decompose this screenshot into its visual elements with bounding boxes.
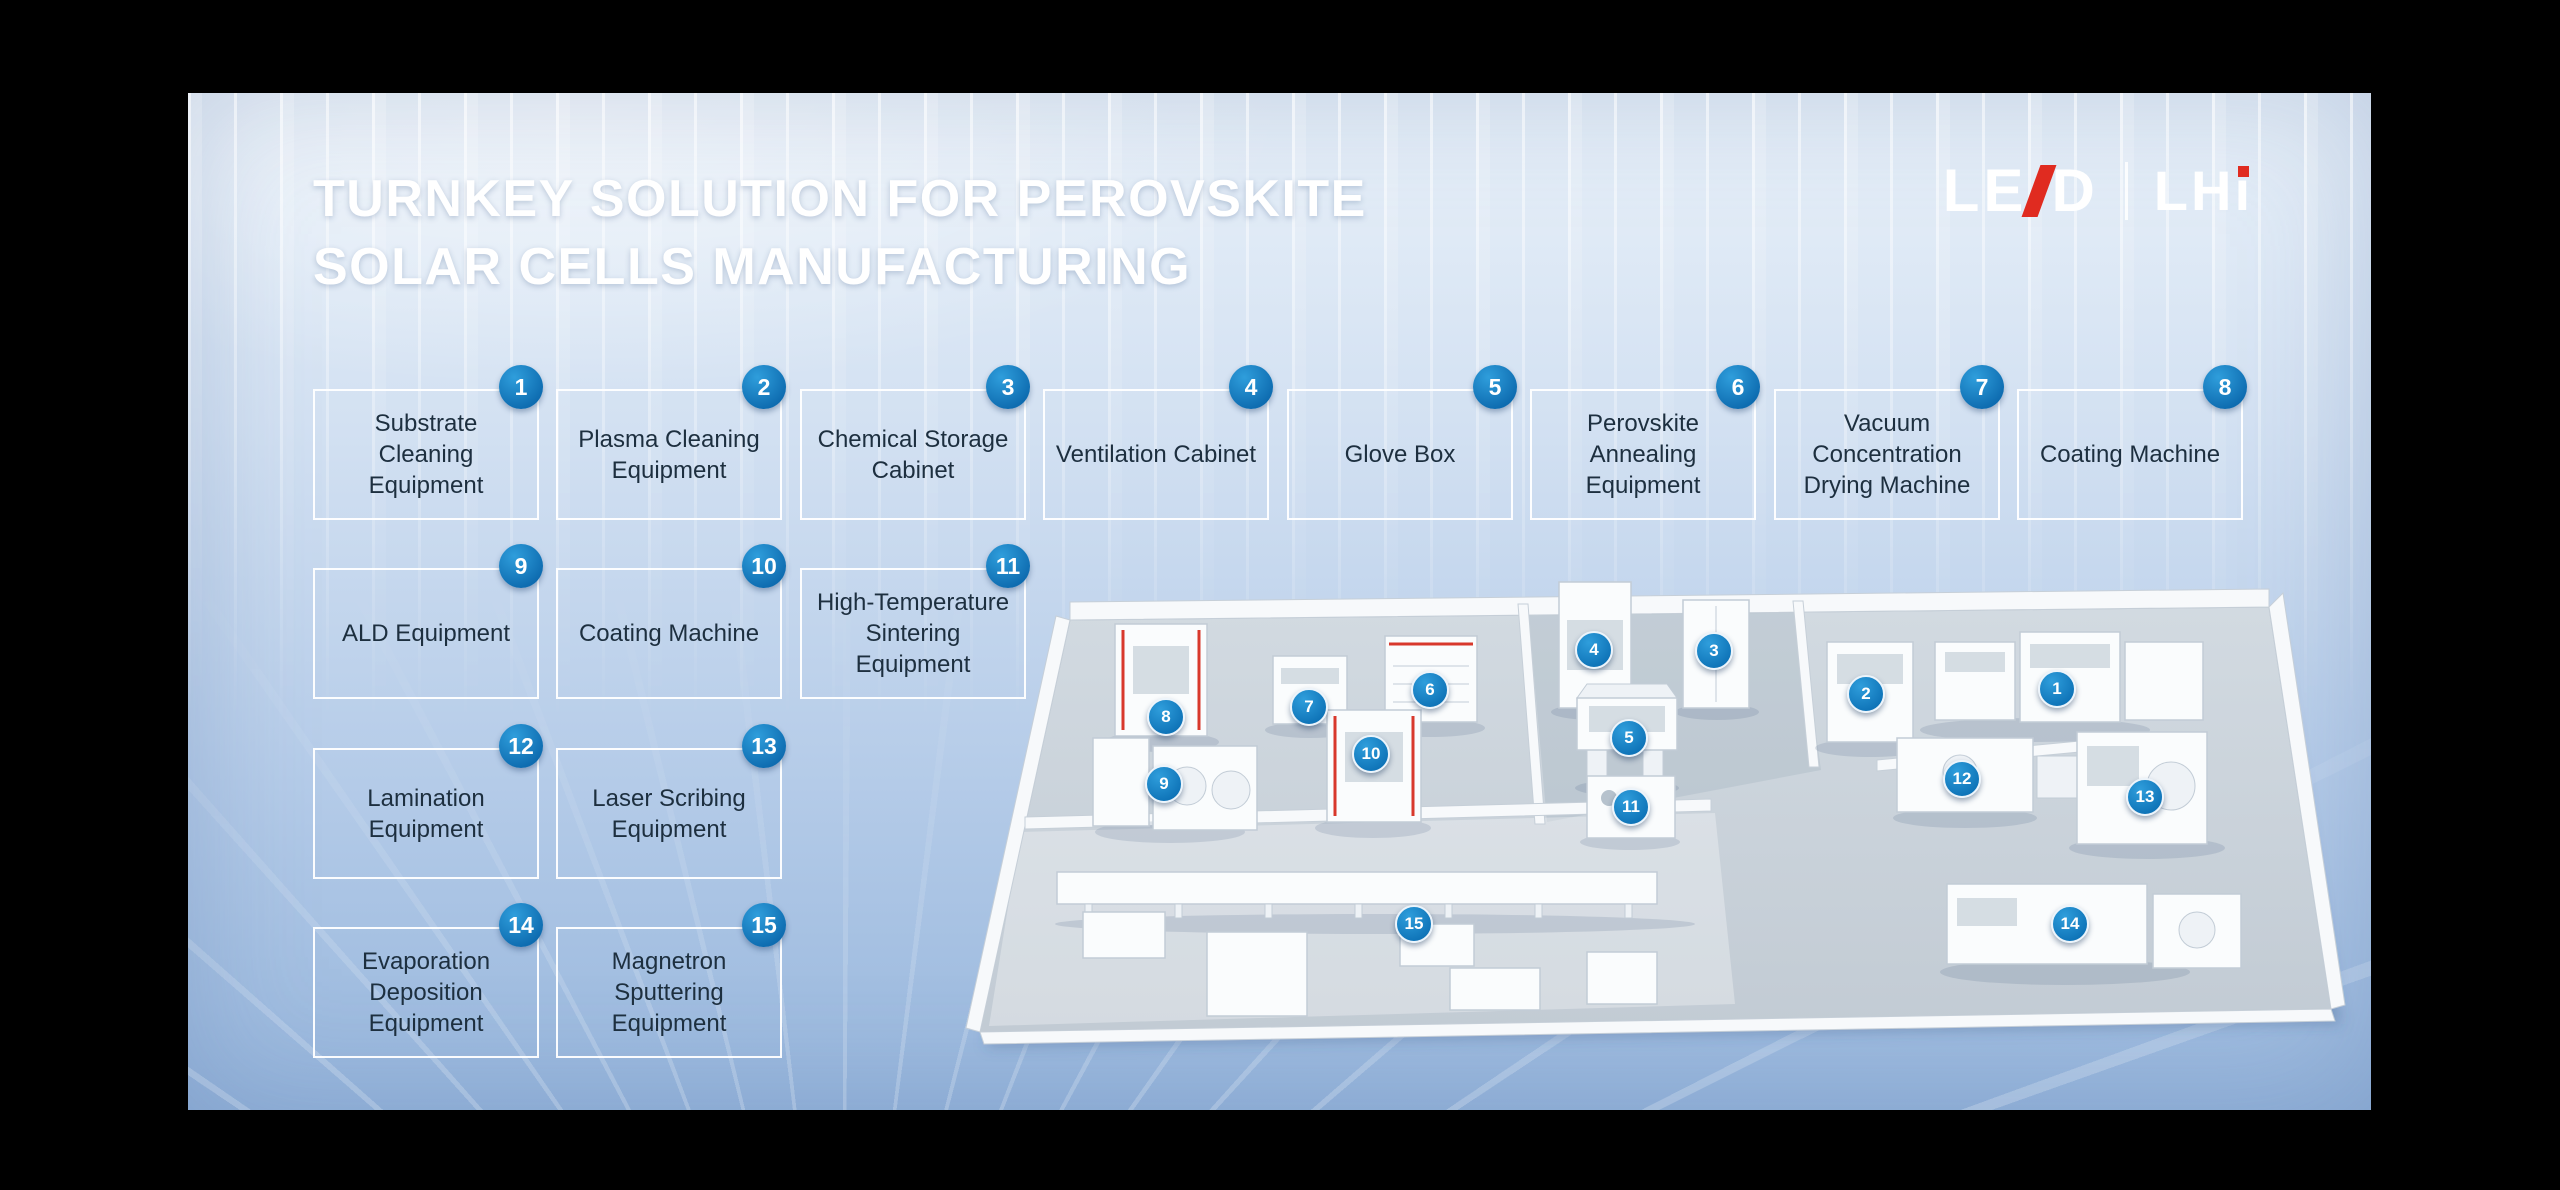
equipment-box-substrate-cleaning: 1 Substrate Cleaning Equipment	[313, 365, 543, 520]
partition-middle-left	[1517, 603, 1546, 825]
equipment-number-badge: 14	[499, 903, 543, 947]
floor-marker-4: 4	[1575, 631, 1613, 669]
equipment-box-glove-box: 5 Glove Box	[1287, 365, 1517, 520]
front-wall	[979, 1008, 2336, 1045]
factory-floor-plan: 1 2 3 4 5 6 7 8 9 10 11 12 13 14 15	[965, 580, 2370, 1080]
equipment-number-badge: 2	[742, 365, 786, 409]
equipment-box-coating-machine-8: 8 Coating Machine	[2017, 365, 2247, 520]
equipment-label: Lamination Equipment	[367, 784, 485, 843]
floor-marker-14: 14	[2051, 905, 2089, 943]
machine-coating-10	[1315, 709, 1431, 838]
partner-logo-i-dot	[2238, 166, 2250, 177]
equipment-box-ventilation-cabinet: 4 Ventilation Cabinet	[1043, 365, 1273, 520]
equipment-label: ALD Equipment	[341, 620, 511, 647]
equipment-box-chemical-storage: 3 Chemical Storage Cabinet	[800, 365, 1030, 520]
equipment-box-perovskite-annealing: 6 Perovskite Annealing Equipment	[1530, 365, 1760, 520]
equipment-number-badge: 15	[742, 903, 786, 947]
equipment-number-badge: 6	[1716, 365, 1760, 409]
equipment-label: Chemical Storage Cabinet	[817, 425, 1009, 484]
equipment-number-badge: 7	[1960, 365, 2004, 409]
equipment-label: Laser Scribing Equipment	[592, 784, 746, 843]
equipment-label: Ventilation Cabinet	[1055, 441, 1257, 468]
equipment-label: Coating Machine	[578, 620, 760, 647]
equipment-number-badge: 1	[499, 365, 543, 409]
equipment-box-ald: 9 ALD Equipment	[313, 544, 543, 699]
equipment-label: Evaporation Deposition Equipment	[361, 948, 491, 1037]
equipment-number-badge: 3	[986, 365, 1030, 409]
floor-marker-7: 7	[1290, 688, 1328, 726]
lead-logo-text-right: D	[2051, 157, 2099, 224]
floor-marker-15: 15	[1395, 905, 1433, 943]
equipment-number-badge: 4	[1229, 365, 1273, 409]
equipment-number-badge: 12	[499, 724, 543, 768]
logo-divider	[2124, 162, 2128, 220]
partner-logo-text: LH	[2153, 159, 2235, 222]
equipment-number-badge: 8	[2203, 365, 2247, 409]
machine-sputtering-line-15	[1055, 871, 1695, 1017]
equipment-box-lamination: 12 Lamination Equipment	[313, 724, 543, 879]
floor-marker-9: 9	[1145, 765, 1183, 803]
equipment-box-sintering: 11 High-Temperature Sintering Equipment	[800, 544, 1030, 699]
floor-marker-2: 2	[1847, 675, 1885, 713]
equipment-label: High-Temperature Sintering Equipment	[816, 589, 1010, 678]
floor-marker-12: 12	[1943, 760, 1981, 798]
back-wall	[1069, 588, 2270, 621]
equipment-label: Coating Machine	[2039, 441, 2221, 468]
floor-marker-1: 1	[2038, 670, 2076, 708]
equipment-number-badge: 13	[742, 724, 786, 768]
equipment-box-evaporation: 14 Evaporation Deposition Equipment	[313, 903, 543, 1058]
lead-logo-text-left: LE	[1942, 157, 2028, 224]
equipment-label: Magnetron Sputtering Equipment	[611, 948, 727, 1037]
equipment-label: Vacuum Concentration Drying Machine	[1803, 410, 1971, 499]
floor-marker-6: 6	[1411, 671, 1449, 709]
floor-plan-illustration	[965, 581, 2346, 1047]
partition-middle-right	[1792, 600, 1820, 768]
machine-evaporation-14	[1940, 883, 2242, 985]
equipment-number-badge: 5	[1473, 365, 1517, 409]
equipment-box-plasma-cleaning: 2 Plasma Cleaning Equipment	[556, 365, 786, 520]
equipment-label: Plasma Cleaning Equipment	[578, 425, 760, 484]
floor-marker-13: 13	[2126, 778, 2164, 816]
zone-tint-corridor	[989, 813, 1735, 1026]
equipment-box-laser-scribing: 13 Laser Scribing Equipment	[556, 724, 786, 879]
title-line-2: SOLAR CELLS MANUFACTURING	[313, 238, 1192, 296]
floor-marker-10: 10	[1352, 735, 1390, 773]
equipment-box-magnetron-sputtering: 15 Magnetron Sputtering Equipment	[556, 903, 786, 1058]
equipment-number-badge: 9	[499, 544, 543, 588]
lead-logo: LE D	[1943, 161, 2099, 221]
right-wall	[2268, 591, 2346, 1010]
floor-marker-3: 3	[1695, 632, 1733, 670]
equipment-label: Glove Box	[1344, 441, 1456, 468]
title-line-1: TURNKEY SOLUTION FOR PEROVSKITE	[313, 170, 1367, 228]
equipment-number-badge: 10	[742, 544, 786, 588]
partner-logo-i: ı	[2234, 163, 2253, 219]
equipment-label: Perovskite Annealing Equipment	[1585, 410, 1701, 499]
left-wall	[965, 615, 1071, 1033]
equipment-label: Substrate Cleaning Equipment	[368, 410, 484, 499]
floor-marker-5: 5	[1610, 719, 1648, 757]
machine-ald-9	[1092, 737, 1258, 843]
page-title: TURNKEY SOLUTION FOR PEROVSKITE SOLAR CE…	[313, 165, 1367, 301]
infographic-panel: TURNKEY SOLUTION FOR PEROVSKITE SOLAR CE…	[188, 93, 2371, 1110]
equipment-number-badge: 11	[986, 544, 1030, 588]
equipment-box-coating-machine-10: 10 Coating Machine	[556, 544, 786, 699]
equipment-box-vacuum-drying: 7 Vacuum Concentration Drying Machine	[1774, 365, 2004, 520]
floor-marker-11: 11	[1612, 788, 1650, 826]
floor-marker-8: 8	[1147, 698, 1185, 736]
machine-substrate-cleaning-1	[1920, 631, 2204, 742]
